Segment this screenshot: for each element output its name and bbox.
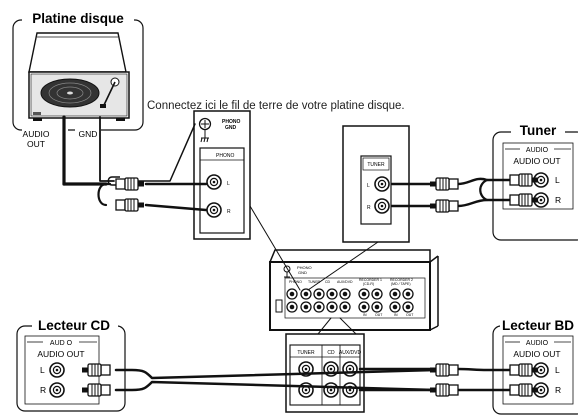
plug-turntable-l [115, 177, 145, 191]
svg-text:AUDIO OUT: AUDIO OUT [513, 156, 560, 166]
cables [62, 115, 514, 392]
cd-jack-r [49, 382, 65, 398]
tuner-title: Tuner [520, 123, 557, 138]
zoom-aux-jack-l [342, 361, 358, 377]
svg-text:OUT: OUT [27, 139, 45, 149]
svg-text:TUNER: TUNER [308, 280, 321, 284]
svg-text:L: L [40, 365, 45, 375]
ground-note: Connectez ici le fil de terre de votre p… [147, 100, 405, 112]
plug-tuner-in-r [430, 200, 458, 212]
gnd-cable [99, 116, 115, 182]
svg-text:OUT: OUT [375, 313, 383, 317]
svg-text:(MD / TAPE): (MD / TAPE) [391, 282, 411, 286]
svg-text:AUDIO OUT: AUDIO OUT [513, 349, 560, 359]
svg-text:PHONO: PHONO [222, 119, 240, 125]
svg-text:PHONO: PHONO [216, 153, 234, 159]
svg-text:AUX/DVD: AUX/DVD [339, 350, 362, 356]
phono-r-cable [144, 203, 208, 212]
turntable-device: Platine disque AUDIO OUT GND [12, 9, 144, 149]
turntable-title: Platine disque [32, 11, 124, 26]
plug-tuner-in-l [430, 178, 458, 190]
svg-text:RECORDER 1: RECORDER 1 [359, 278, 382, 282]
cd-player-device: Lecteur CD AUD O AUDIO OUT L R [16, 315, 126, 412]
svg-text:TUNER: TUNER [367, 162, 385, 168]
svg-text:L: L [227, 181, 230, 187]
svg-text:L: L [555, 365, 560, 375]
plug-bd-in-r [430, 384, 458, 396]
bd-player-title: Lecteur BD [502, 318, 574, 333]
svg-text:R: R [555, 385, 561, 395]
svg-text:AUDIO OUT: AUDIO OUT [37, 349, 84, 359]
svg-text:PHONO: PHONO [297, 265, 312, 270]
phono-jack-l [206, 174, 222, 190]
cd-jack-l [49, 362, 65, 378]
svg-text:GND: GND [298, 270, 307, 275]
svg-text:R: R [227, 209, 231, 215]
svg-text:CD: CD [325, 280, 331, 284]
svg-text:GND: GND [225, 125, 237, 131]
svg-text:R: R [40, 385, 46, 395]
turntable-audio-out-label: AUDIO [23, 129, 50, 139]
svg-text:OUT: OUT [406, 313, 414, 317]
bd-player-device: Lecteur BD AUDIO AUDIO OUT L R [492, 315, 578, 415]
phono-jack-r [206, 202, 222, 218]
turntable-lid-icon [28, 32, 127, 73]
svg-text:(CD-R): (CD-R) [363, 282, 374, 286]
svg-text:AUDIO: AUDIO [526, 147, 549, 154]
cd-l-cable [114, 368, 438, 380]
cd-r-cable [114, 380, 438, 392]
plug-bd-in-l [430, 364, 458, 376]
plug-turntable-r [115, 198, 145, 212]
svg-text:R: R [367, 205, 371, 211]
svg-text:AUDIO: AUDIO [526, 340, 549, 347]
zoom-aux-jack-r [342, 382, 358, 398]
turntable-gnd-label: GND [79, 129, 98, 139]
svg-text:IN: IN [363, 313, 367, 317]
svg-text:CD: CD [327, 350, 335, 356]
svg-text:IN: IN [394, 313, 398, 317]
tuner-zoom-jack-r [374, 198, 390, 214]
phono-zoom-panel: PHONO GND PHONO L R [193, 110, 251, 240]
cd-player-title: Lecteur CD [38, 318, 110, 333]
svg-text:RECORDER 2: RECORDER 2 [390, 278, 413, 282]
receiver-rear-panel: PHONO GND PHONO TUNER CD AUX/DVD RECORDE… [268, 249, 439, 331]
zoom-cd-jack-r [323, 382, 339, 398]
svg-text:AUX/DVD: AUX/DVD [337, 280, 353, 284]
tuner-zoom-jack-l [374, 176, 390, 192]
svg-text:L: L [555, 175, 560, 185]
svg-text:TUNER: TUNER [297, 350, 315, 356]
svg-text:L: L [367, 183, 370, 189]
svg-text:AUD O: AUD O [50, 340, 73, 347]
svg-text:R: R [555, 195, 561, 205]
